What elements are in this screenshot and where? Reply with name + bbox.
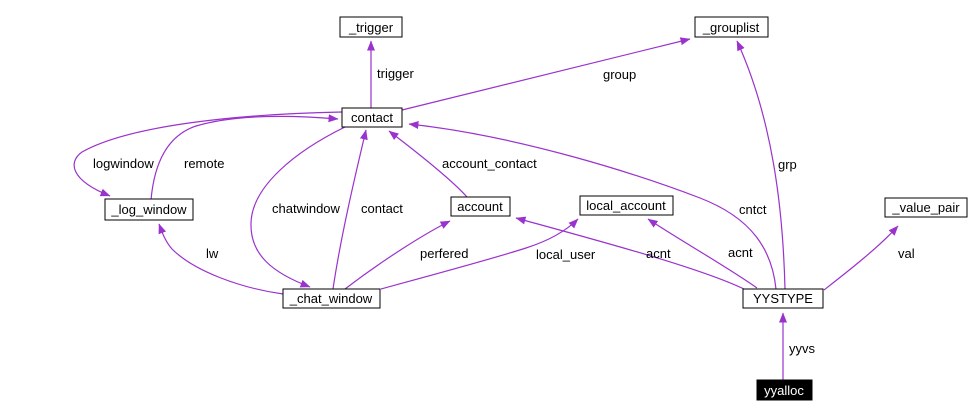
edge-acnt-account-line (515, 216, 745, 290)
edge-lw-line (158, 223, 284, 295)
edge-label-contact: contact (361, 201, 403, 216)
node-yyalloc[interactable]: yyalloc (756, 379, 813, 401)
edge-label-lw: lw (206, 246, 219, 261)
node-local-account[interactable]: local_account (579, 195, 674, 216)
edge-label-trigger: trigger (377, 66, 415, 81)
node-chat-window[interactable]: _chat_window (282, 288, 381, 309)
edge-label-chatwindow: chatwindow (272, 201, 341, 216)
edge-label-acnt-local-account: acnt (728, 245, 753, 260)
edge-contact-line (332, 129, 368, 290)
edge-label-grp: grp (778, 157, 797, 172)
edge-val-line (823, 225, 899, 291)
node-account[interactable]: account (450, 196, 511, 217)
edge-acnt-local-account-line (647, 218, 758, 289)
edge-label-local-user: local_user (536, 247, 596, 262)
edge-label-group: group (603, 67, 636, 82)
node-group: _trigger _grouplist contact _log_window … (104, 16, 968, 401)
node-yystype-label: YYSTYPE (753, 291, 813, 306)
node-yystype[interactable]: YYSTYPE (742, 288, 824, 309)
edge-remote-line (150, 114, 339, 201)
edge-chatwindow-line (250, 126, 346, 288)
node-log-window-label: _log_window (110, 202, 187, 217)
edge-logwindow-line (73, 111, 343, 197)
edge-perfered-line (344, 220, 451, 290)
edge-label-perfered: perfered (420, 246, 468, 261)
edge-label-yyvs: yyvs (789, 341, 816, 356)
node-local-account-label: local_account (586, 198, 666, 213)
edge-label-logwindow: logwindow (93, 156, 154, 171)
edge-account-contact-line (388, 130, 468, 198)
edge-cntct-line (408, 121, 777, 290)
edge-label-val: val (898, 246, 915, 261)
node-contact[interactable]: contact (341, 107, 403, 128)
node-grouplist-label: _grouplist (702, 20, 760, 35)
node-grouplist[interactable]: _grouplist (694, 16, 769, 38)
node-account-label: account (457, 199, 503, 214)
node-trigger[interactable]: _trigger (339, 16, 403, 38)
edge-label-group: trigger group grp logwindow remote chatw… (93, 66, 915, 356)
node-trigger-label: _trigger (348, 20, 394, 35)
edge-grp-line (736, 40, 786, 290)
edge-label-cntct: cntct (739, 202, 767, 217)
node-chat-window-label: _chat_window (289, 291, 373, 306)
edge-label-remote: remote (184, 156, 224, 171)
node-value-pair-label: _value_pair (891, 200, 960, 215)
node-value-pair[interactable]: _value_pair (884, 197, 968, 218)
edge-label-acnt-account: acnt (646, 246, 671, 261)
edge-local-user-line (380, 218, 579, 290)
node-contact-label: contact (351, 110, 393, 125)
node-log-window[interactable]: _log_window (104, 198, 194, 221)
edge-group-line (401, 37, 691, 111)
node-yyalloc-label: yyalloc (764, 383, 804, 398)
edge-label-account-contact: account_contact (442, 156, 537, 171)
edge-group (73, 37, 899, 380)
